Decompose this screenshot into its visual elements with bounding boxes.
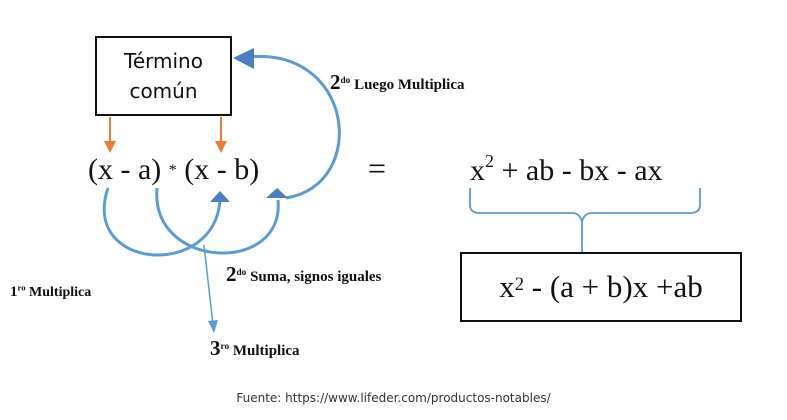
third-arrowhead: [208, 320, 218, 333]
label-second-bottom-sup: do: [236, 268, 247, 278]
factor-1: (x - a): [88, 153, 162, 186]
label-third-num: 3: [210, 336, 221, 360]
result-exponent: 2: [514, 274, 525, 295]
top-arc: [239, 54, 341, 200]
label-second-top-sup: do: [340, 76, 351, 86]
first-arc: [102, 187, 222, 257]
label-second-top-text: Luego Multiplica: [354, 77, 465, 93]
curly-brace: [469, 188, 701, 223]
result-rest: - (a + b)x +ab: [531, 269, 703, 304]
label-second-bottom-num: 2: [226, 262, 237, 286]
label-second-bottom: 2do Suma, signos iguales: [226, 262, 381, 287]
equals-sign: =: [368, 150, 387, 186]
top-arc-arrowhead: [233, 48, 254, 69]
label-second-top: 2do Luego Multiplica: [330, 70, 465, 95]
factor-2: (x - b): [184, 153, 260, 186]
first-arc-arrowhead: [210, 191, 230, 202]
expanded-rest: + ab - bx - ax: [501, 154, 663, 187]
label-first-sup: ro: [17, 282, 26, 293]
left-expression: (x - a) * (x - b): [88, 153, 259, 187]
third-line: [203, 244, 214, 326]
common-term-line2: común: [129, 79, 198, 103]
expanded-exponent: 2: [485, 151, 494, 171]
times-symbol: *: [168, 162, 177, 179]
label-first-text: Multiplica: [29, 285, 92, 300]
common-term-box: Término común: [95, 36, 232, 116]
label-second-top-num: 2: [330, 70, 341, 94]
label-third-sup: ro: [220, 342, 230, 352]
expanded-x: x: [470, 154, 485, 187]
second-arc: [155, 187, 280, 255]
orange-arrowhead-2: [215, 141, 227, 153]
label-third-text: Multiplica: [232, 343, 300, 359]
expanded-expression: x2 + ab - bx - ax: [470, 151, 663, 188]
source-caption: Fuente: https://www.lifeder.com/producto…: [236, 391, 551, 405]
orange-arrowhead-1: [104, 141, 116, 153]
label-second-bottom-text: Suma, signos iguales: [250, 269, 382, 285]
label-first: 1ro Multiplica: [10, 282, 92, 301]
second-arc-arrowhead: [266, 188, 288, 198]
result-x: x: [499, 269, 515, 304]
common-term-line1: Término: [124, 49, 203, 73]
label-first-num: 1: [10, 284, 18, 300]
label-third: 3ro Multiplica: [210, 336, 300, 361]
